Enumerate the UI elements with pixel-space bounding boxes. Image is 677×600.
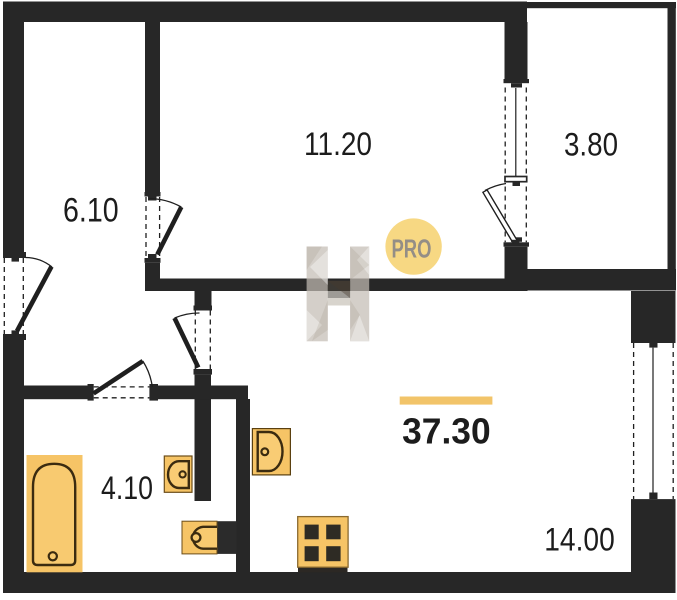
svg-text:PRO: PRO bbox=[392, 233, 432, 263]
svg-text:6.10: 6.10 bbox=[63, 192, 119, 230]
svg-text:14.00: 14.00 bbox=[544, 522, 615, 558]
svg-text:4.10: 4.10 bbox=[101, 470, 153, 506]
svg-text:3.80: 3.80 bbox=[564, 127, 618, 163]
svg-text:37.30: 37.30 bbox=[402, 411, 491, 452]
svg-text:11.20: 11.20 bbox=[304, 126, 372, 162]
